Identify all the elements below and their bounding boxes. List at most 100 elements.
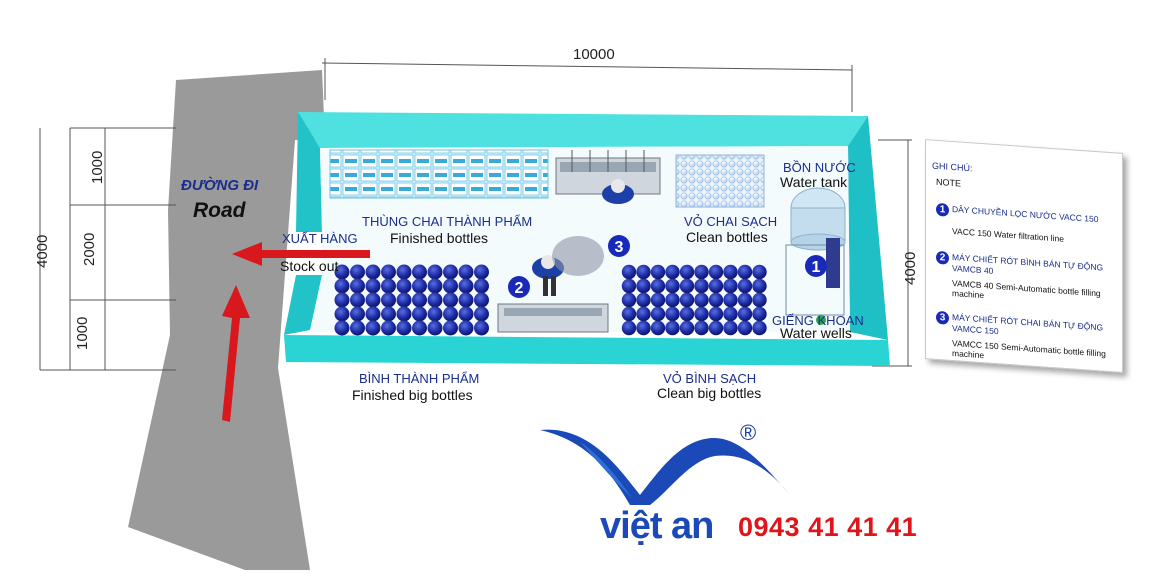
- big-bottle: [458, 292, 474, 308]
- big-bottle: [679, 264, 695, 280]
- big-bottle: [350, 264, 365, 280]
- label-water-tank-vi: BỒN NƯỚC: [783, 160, 856, 175]
- big-bottle: [427, 320, 443, 336]
- big-bottle: [708, 264, 724, 280]
- big-bottle: [396, 278, 412, 294]
- big-bottle: [650, 292, 666, 308]
- big-bottle: [412, 306, 427, 322]
- big-bottle: [708, 320, 724, 336]
- big-bottle: [650, 320, 666, 336]
- big-bottle: [427, 292, 443, 308]
- big-bottle: [334, 306, 350, 322]
- big-bottle: [679, 320, 695, 336]
- big-bottle: [334, 264, 350, 280]
- finished-bottles-pallets: [329, 149, 549, 199]
- wall-left: [296, 112, 322, 232]
- big-bottle: [365, 264, 381, 280]
- big-bottle: [694, 292, 709, 308]
- stock-out-arrow-icon: [232, 242, 370, 266]
- road-direction-arrow-icon: [222, 285, 250, 422]
- big-bottle: [474, 278, 489, 294]
- big-bottle: [474, 320, 489, 336]
- big-bottle: [752, 278, 767, 294]
- brand-name: việt an: [600, 505, 714, 547]
- big-bottle: [334, 278, 350, 294]
- dim-segment-2-label: 2000: [81, 233, 98, 266]
- big-bottle: [443, 292, 458, 308]
- label-water-tank-en: Water tank: [780, 174, 848, 190]
- big-bottle: [396, 264, 412, 280]
- label-water-wells-vi: GIẾNG KHOAN: [772, 313, 864, 328]
- big-bottle: [350, 278, 365, 294]
- worker-shadow: [552, 236, 604, 276]
- big-bottle: [443, 278, 458, 294]
- big-bottle: [723, 264, 738, 280]
- big-bottle: [621, 264, 637, 280]
- label-stock-out-vi: XUẤT HÀNG: [282, 231, 358, 246]
- dim-width-label: 10000: [573, 46, 615, 63]
- big-bottle: [396, 292, 412, 308]
- marker-1: 1: [805, 255, 827, 277]
- big-bottle: [752, 264, 767, 280]
- water-well: [816, 315, 826, 325]
- big-bottle: [427, 306, 443, 322]
- label-water-wells-en: Water wells: [780, 325, 852, 341]
- dim-depth-left-label: 4000: [34, 235, 51, 268]
- big-bottle: [474, 264, 489, 280]
- big-bottle: [412, 278, 427, 294]
- dim-depth-right-label: 4000: [902, 252, 919, 285]
- big-bottle: [737, 306, 753, 322]
- note-item-1-number: 1: [936, 202, 949, 217]
- big-bottle: [694, 320, 709, 336]
- big-bottle: [474, 306, 489, 322]
- big-bottle: [665, 278, 680, 294]
- label-road-vi: ĐƯỜNG ĐI: [181, 176, 259, 194]
- big-bottle: [679, 278, 695, 294]
- label-stock-out-en: Stock out: [280, 258, 338, 274]
- label-clean-big-vi: VỎ BÌNH SẠCH: [663, 371, 756, 386]
- big-bottle-filling-machine: [497, 303, 609, 333]
- big-bottle: [381, 264, 396, 280]
- big-bottle: [350, 320, 365, 336]
- big-bottle: [737, 292, 753, 308]
- label-finished-bottles-vi: THÙNG CHAI THÀNH PHẨM: [362, 214, 532, 229]
- big-bottle: [723, 306, 738, 322]
- big-bottle: [636, 264, 651, 280]
- big-bottle: [723, 278, 738, 294]
- water-tank: [785, 187, 846, 316]
- big-bottle: [427, 278, 443, 294]
- note-item-3-number: 3: [936, 310, 949, 325]
- big-bottle: [458, 264, 474, 280]
- wall-left-lower: [284, 275, 322, 335]
- label-finished-bottles-en: Finished bottles: [390, 230, 488, 246]
- big-bottle: [679, 292, 695, 308]
- big-bottle: [737, 278, 753, 294]
- road: [128, 70, 325, 570]
- big-bottle: [365, 292, 381, 308]
- big-bottle: [443, 264, 458, 280]
- big-bottle: [636, 320, 651, 336]
- big-bottle: [458, 320, 474, 336]
- big-bottle: [458, 306, 474, 322]
- svg-text:2: 2: [515, 280, 524, 297]
- svg-text:3: 3: [615, 239, 624, 256]
- big-bottle: [665, 264, 680, 280]
- wall-front: [284, 335, 890, 366]
- big-bottle: [365, 306, 381, 322]
- marker-3: 3: [608, 235, 630, 257]
- big-bottle: [381, 306, 396, 322]
- big-bottle: [665, 306, 680, 322]
- marker-2: 2: [508, 276, 530, 298]
- big-bottle: [621, 306, 637, 322]
- big-bottle: [665, 320, 680, 336]
- big-bottle: [694, 306, 709, 322]
- big-bottle: [381, 292, 396, 308]
- big-bottle: [650, 306, 666, 322]
- label-finished-big-vi: BÌNH THÀNH PHẨM: [359, 371, 479, 386]
- dim-segment-1-label: 1000: [89, 151, 106, 184]
- dim-segment-3-label: 1000: [74, 317, 91, 350]
